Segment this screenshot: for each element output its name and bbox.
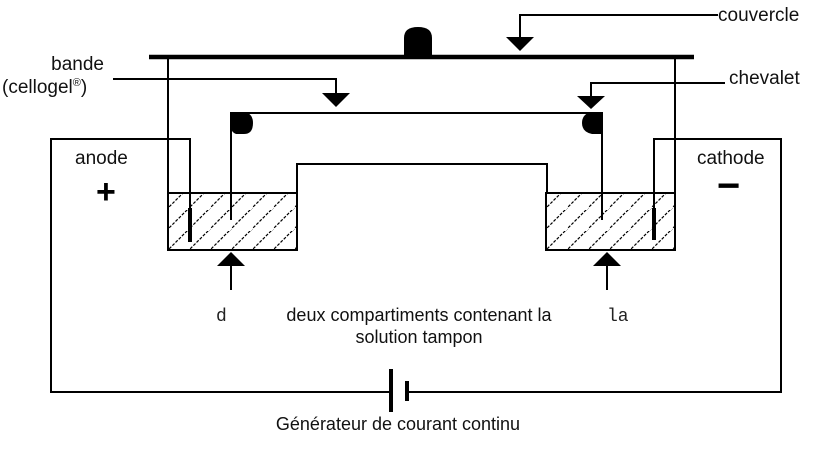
bande-registered: ® [73,77,81,89]
left-compartment-pointer [217,252,245,290]
dc-generator-icon [389,369,409,412]
couvercle-label: couvercle [718,5,799,26]
cathode-label: cathode [697,148,765,169]
lid-knob [404,27,432,55]
label-fragment-right: la [607,307,629,327]
couvercle-pointer [506,14,718,51]
bande-label-line2: (cellogel®) [2,77,87,98]
chevalet-label: chevalet [729,68,800,89]
generator-label: Générateur de courant continu [276,414,520,434]
anode-plus-sign: + [96,173,116,211]
left-compartment [167,192,298,251]
circuit-wire [50,138,782,393]
cathode-minus-sign: − [717,164,740,208]
right-compartment-pointer [593,252,621,290]
anode-label: anode [75,148,128,169]
lid [149,27,694,193]
chevalet-pointer [577,82,725,109]
bande-close: ) [81,77,87,98]
compartments-label-line2: solution tampon [355,327,482,347]
bridge-right-knob [582,112,602,134]
label-fragment-left: d [216,307,227,327]
compartments-label-line1: deux compartiments contenant la [286,305,552,325]
bande-cellogel: (cellogel [2,77,73,98]
central-support [296,163,548,193]
bande-label-line1: bande [51,54,104,75]
bande-pointer [113,78,350,107]
bridge-left-knob [231,112,253,134]
